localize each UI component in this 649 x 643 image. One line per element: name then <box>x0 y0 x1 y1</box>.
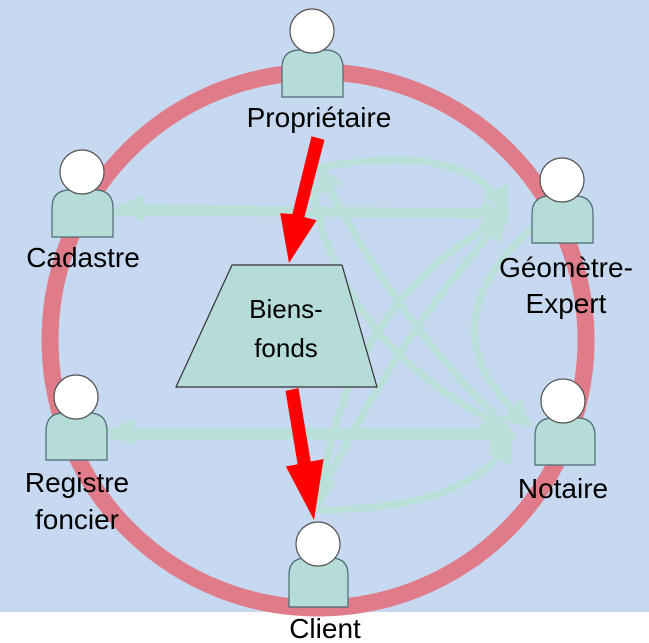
label-client: Client <box>289 613 361 643</box>
flow-arrow-biens-fonds-to-client <box>285 388 324 520</box>
connector-notaire-proprietaire <box>316 164 509 430</box>
person-icon-geometre-body <box>531 195 594 244</box>
connector-cadastre-geometre <box>108 200 511 229</box>
biens-fonds-label-line1: Biens- <box>249 294 323 324</box>
actor-geometre-expert <box>531 157 594 244</box>
label-cadastre: Cadastre <box>26 242 140 273</box>
biens-fonds-label-line2: fonds <box>254 333 318 363</box>
person-icon-notaire-body <box>534 417 596 466</box>
connector-client-geometre <box>314 213 509 504</box>
label-proprietaire: Propriétaire <box>247 102 392 133</box>
actor-registre-foncier <box>45 374 108 461</box>
actor-cadastre <box>51 149 114 238</box>
person-icon-geometre-head <box>539 157 585 203</box>
connector-proprietaire-geometre <box>314 156 509 216</box>
label-geometre-line2: Expert <box>526 288 607 319</box>
flow-arrow-proprietaire-to-biens-fonds <box>280 136 325 263</box>
person-icon-client-head <box>295 521 341 567</box>
connector-geometre-client <box>308 214 509 508</box>
connector-proprietaire-notaire <box>306 166 511 432</box>
person-icon-notaire-head <box>540 378 586 424</box>
person-icon-proprietaire-head <box>289 8 335 54</box>
label-registre-line2: foncier <box>35 504 119 535</box>
relation-connectors <box>106 156 534 514</box>
actor-client <box>288 521 349 608</box>
person-icon-proprietaire-body <box>281 49 344 98</box>
label-notaire: Notaire <box>518 473 608 504</box>
connector-client-notaire <box>314 435 514 514</box>
ownership-flow-arrows <box>280 136 325 520</box>
actor-proprietaire <box>281 8 344 98</box>
biens-fonds-shape <box>175 264 378 388</box>
person-icon-cadastre-head <box>59 149 105 195</box>
person-icon-registre-head <box>53 374 99 420</box>
actor-notaire <box>534 378 596 466</box>
person-icon-registre-body <box>45 412 108 461</box>
label-registre-line1: Registre <box>25 467 129 498</box>
person-icon-cadastre-body <box>51 189 114 238</box>
label-geometre-line1: Géomètre- <box>499 252 633 283</box>
connector-geometre-notaire <box>471 226 534 428</box>
